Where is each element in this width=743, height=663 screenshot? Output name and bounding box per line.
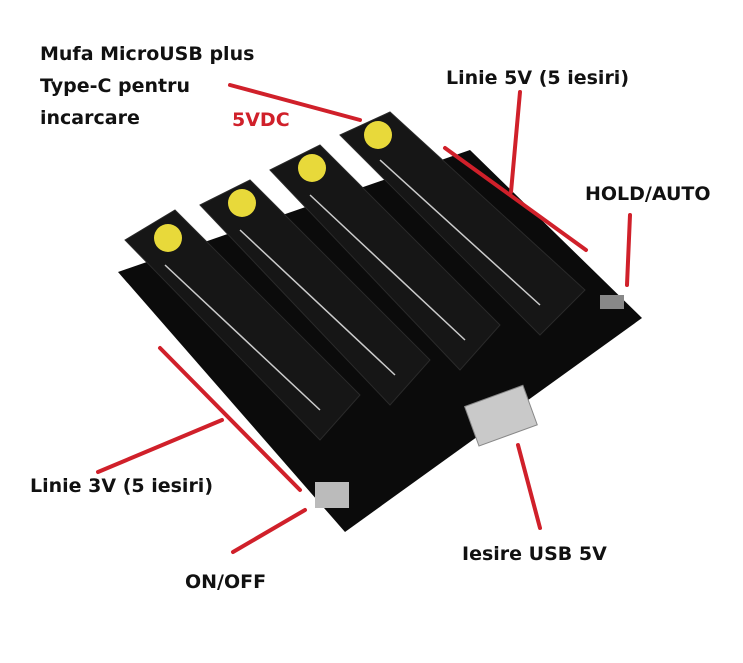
charging-port-line-3: incarcare (40, 107, 140, 129)
line-5v-label: Linie 5V (5 iesiri) (446, 67, 630, 89)
battery-holder-2 (199, 179, 431, 406)
input-voltage-label: 5VDC (232, 109, 290, 131)
hold-switch (600, 295, 624, 309)
usb-port (463, 384, 538, 447)
power-switch-label: ON/OFF (185, 571, 267, 593)
charging-port-line-2: Type-C pentru (40, 75, 191, 97)
battery-holder-4 (339, 111, 586, 336)
charging-port-line-1: Mufa MicroUSB plus (40, 43, 255, 65)
annotation-lines (96, 83, 632, 554)
hold-auto-label: HOLD/AUTO (585, 183, 711, 205)
power-switch (315, 482, 349, 508)
line-3v-label: Linie 3V (5 iesiri) (30, 475, 214, 497)
battery-holder-1 (124, 209, 361, 441)
charging-port-label: Mufa MicroUSB plus Type-C pentru incarca… (40, 38, 254, 134)
battery-holder-3 (269, 144, 501, 371)
usb-output-label: Iesire USB 5V (462, 543, 607, 565)
